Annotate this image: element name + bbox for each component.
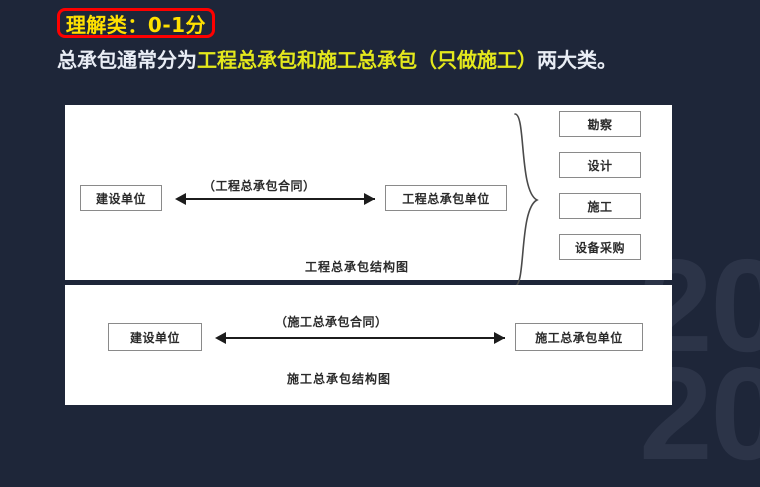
box-general-contractor-label: 工程总承包单位 bbox=[402, 191, 490, 206]
brace-bracket-top bbox=[514, 113, 539, 287]
diagram-panel-general-contracting: 建设单位 （工程总承包合同） 工程总承包单位 勘察 设计 施工 设备采购 工程总… bbox=[65, 105, 672, 287]
box-construction-contractor-label: 施工总承包单位 bbox=[535, 330, 623, 345]
box-owner-unit-top: 建设单位 bbox=[80, 185, 162, 211]
lead-part-1: 工程总承包和施工总承包（只做施工） bbox=[197, 48, 537, 72]
caption-top-diagram: 工程总承包结构图 bbox=[305, 260, 410, 274]
box-owner-unit-top-label: 建设单位 bbox=[95, 191, 146, 206]
lead-part-2: 两大类。 bbox=[537, 48, 617, 72]
contract-arrow-head-left-bottom bbox=[215, 332, 226, 344]
box-general-contractor: 工程总承包单位 bbox=[385, 185, 507, 211]
category-badge: 理解类：0-1分 bbox=[57, 8, 215, 38]
diagram-panel-construction-contracting: 建设单位 （施工总承包合同） 施工总承包单位 施工总承包结构图 bbox=[65, 285, 672, 405]
lead-sentence: 总承包通常分为工程总承包和施工总承包（只做施工）两大类。 bbox=[57, 44, 617, 73]
box-owner-unit-bottom: 建设单位 bbox=[108, 323, 202, 351]
category-badge-label: 理解类：0-1分 bbox=[65, 12, 207, 37]
box-branch-0: 勘察 bbox=[559, 111, 641, 137]
contract-arrow-head-left-top bbox=[175, 193, 186, 205]
contract-arrow-head-right-bottom bbox=[494, 332, 505, 344]
box-branch-3-label: 设备采购 bbox=[574, 240, 625, 255]
contract-arrow-label-bottom: （施工总承包合同） bbox=[275, 315, 388, 329]
contract-arrow-line-bottom bbox=[217, 337, 505, 339]
box-branch-2-label: 施工 bbox=[587, 199, 613, 214]
contract-arrow-label-top: （工程总承包合同） bbox=[203, 179, 316, 193]
box-branch-1-label: 设计 bbox=[587, 158, 613, 173]
contract-arrow-line-top bbox=[177, 198, 375, 200]
lead-part-0: 总承包通常分为 bbox=[57, 48, 197, 72]
box-branch-1: 设计 bbox=[559, 152, 641, 178]
caption-bottom-diagram: 施工总承包结构图 bbox=[287, 372, 392, 386]
box-branch-3: 设备采购 bbox=[559, 234, 641, 260]
box-branch-0-label: 勘察 bbox=[587, 117, 613, 132]
box-owner-unit-bottom-label: 建设单位 bbox=[129, 330, 180, 345]
contract-arrow-head-right-top bbox=[364, 193, 375, 205]
box-construction-contractor: 施工总承包单位 bbox=[515, 323, 643, 351]
box-branch-2: 施工 bbox=[559, 193, 641, 219]
